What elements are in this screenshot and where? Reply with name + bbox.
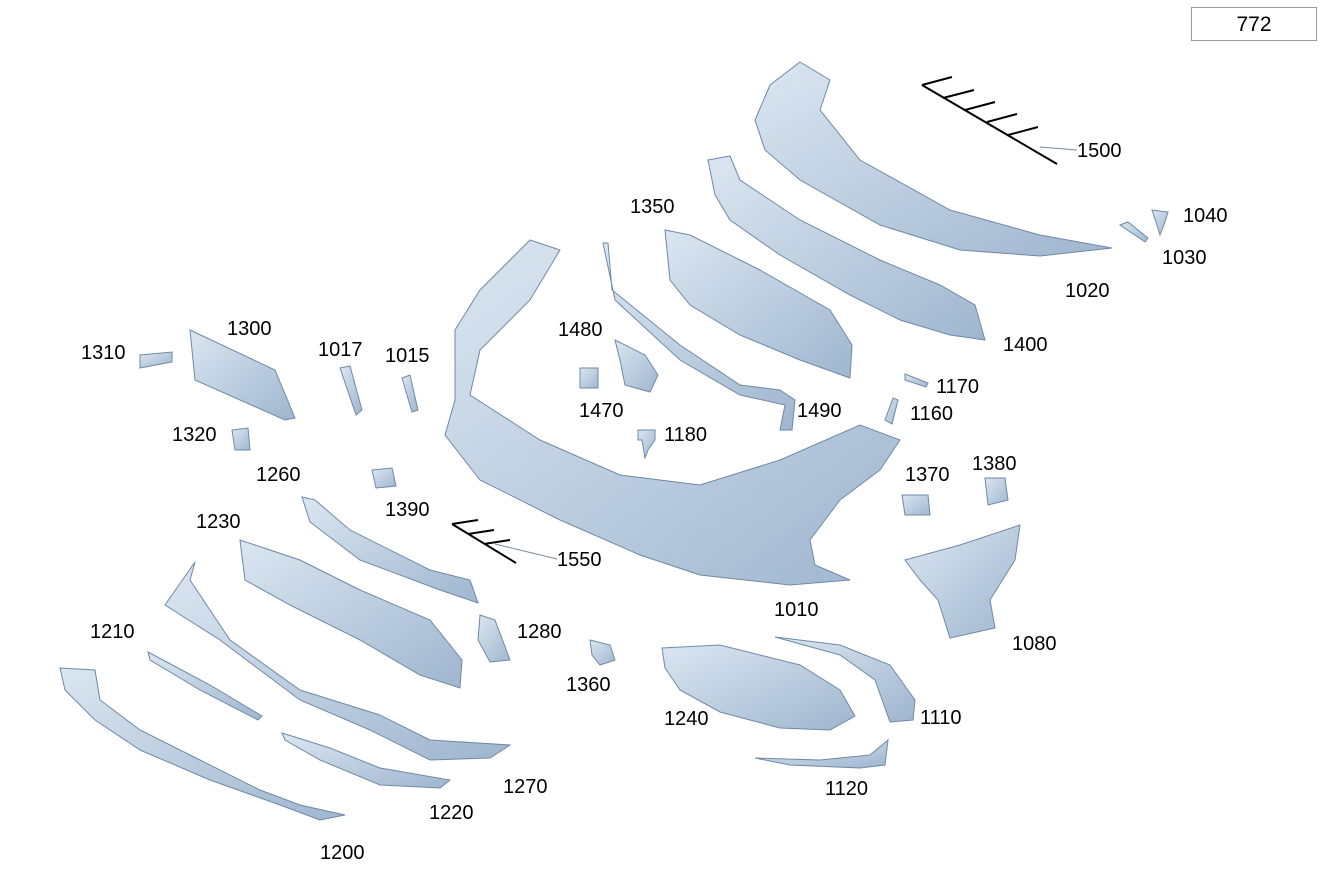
part-1160[interactable] xyxy=(884,397,899,425)
part-1470[interactable] xyxy=(579,367,599,389)
part-1200[interactable] xyxy=(59,667,346,821)
part-1120[interactable] xyxy=(754,738,889,769)
part-label-1300[interactable]: 1300 xyxy=(227,318,272,340)
part-1220[interactable] xyxy=(281,732,452,789)
part-label-1400[interactable]: 1400 xyxy=(1003,334,1048,356)
part-1270[interactable] xyxy=(147,651,263,721)
part-label-1390[interactable]: 1390 xyxy=(385,499,430,521)
part-1310[interactable] xyxy=(139,351,173,369)
part-1170[interactable] xyxy=(904,373,929,388)
part-label-1260[interactable]: 1260 xyxy=(256,464,301,486)
part-1490[interactable] xyxy=(602,242,796,431)
part-1020[interactable] xyxy=(754,61,1113,257)
part-1300[interactable] xyxy=(189,329,296,421)
hatch-symbol-1500 xyxy=(921,76,1058,165)
part-1030[interactable] xyxy=(1118,221,1149,243)
part-label-1320[interactable]: 1320 xyxy=(172,424,217,446)
part-label-1200[interactable]: 1200 xyxy=(320,842,365,864)
part-1180[interactable] xyxy=(637,429,656,460)
part-label-1370[interactable]: 1370 xyxy=(905,464,950,486)
part-1040[interactable] xyxy=(1151,209,1169,237)
part-1017[interactable] xyxy=(339,365,363,416)
part-label-1080[interactable]: 1080 xyxy=(1012,633,1057,655)
part-label-1280[interactable]: 1280 xyxy=(517,621,562,643)
part-label-1470[interactable]: 1470 xyxy=(579,400,624,422)
part-label-1010[interactable]: 1010 xyxy=(774,599,819,621)
part-1360[interactable] xyxy=(589,639,616,666)
part-label-1015[interactable]: 1015 xyxy=(385,345,430,367)
part-1370[interactable] xyxy=(901,494,931,516)
leader-line xyxy=(494,543,558,560)
part-label-1020[interactable]: 1020 xyxy=(1065,280,1110,302)
part-1110[interactable] xyxy=(774,636,916,723)
part-label-1360[interactable]: 1360 xyxy=(566,674,611,696)
part-label-1350[interactable]: 1350 xyxy=(630,196,675,218)
part-label-1220[interactable]: 1220 xyxy=(429,802,474,824)
part-label-1380[interactable]: 1380 xyxy=(972,453,1017,475)
part-1350[interactable] xyxy=(664,229,853,379)
part-label-1240[interactable]: 1240 xyxy=(664,708,709,730)
page-number-box: 772 xyxy=(1191,7,1317,41)
hatch-symbol-1550 xyxy=(451,519,517,564)
part-label-1030[interactable]: 1030 xyxy=(1162,247,1207,269)
part-label-1210[interactable]: 1210 xyxy=(90,621,135,643)
part-label-1110[interactable]: 1110 xyxy=(920,707,962,729)
part-label-1270[interactable]: 1270 xyxy=(503,776,548,798)
part-1380[interactable] xyxy=(984,477,1009,506)
part-1240[interactable] xyxy=(661,644,856,731)
part-label-1040[interactable]: 1040 xyxy=(1183,205,1228,227)
part-1320[interactable] xyxy=(231,427,251,451)
part-label-1490[interactable]: 1490 xyxy=(797,400,842,422)
part-label-1230[interactable]: 1230 xyxy=(196,511,241,533)
part-label-1120[interactable]: 1120 xyxy=(825,778,868,800)
part-1010[interactable] xyxy=(444,239,901,586)
part-label-1170[interactable]: 1170 xyxy=(936,376,979,398)
part-1390[interactable] xyxy=(371,467,397,489)
part-label-1500[interactable]: 1500 xyxy=(1077,140,1122,162)
part-1080[interactable] xyxy=(904,524,1021,639)
part-label-1160[interactable]: 1160 xyxy=(910,403,953,425)
part-1280[interactable] xyxy=(477,614,511,663)
part-label-1310[interactable]: 1310 xyxy=(81,342,126,364)
part-1015[interactable] xyxy=(401,374,419,413)
part-label-1550[interactable]: 1550 xyxy=(557,549,602,571)
part-1230[interactable] xyxy=(239,539,463,689)
part-label-1017[interactable]: 1017 xyxy=(318,339,363,361)
part-1480[interactable] xyxy=(614,339,659,393)
part-1260[interactable] xyxy=(301,496,479,604)
part-label-1180[interactable]: 1180 xyxy=(664,424,707,446)
leader-line xyxy=(1039,146,1078,151)
part-1210[interactable] xyxy=(164,561,512,761)
part-1400[interactable] xyxy=(707,155,986,341)
part-label-1480[interactable]: 1480 xyxy=(558,319,603,341)
